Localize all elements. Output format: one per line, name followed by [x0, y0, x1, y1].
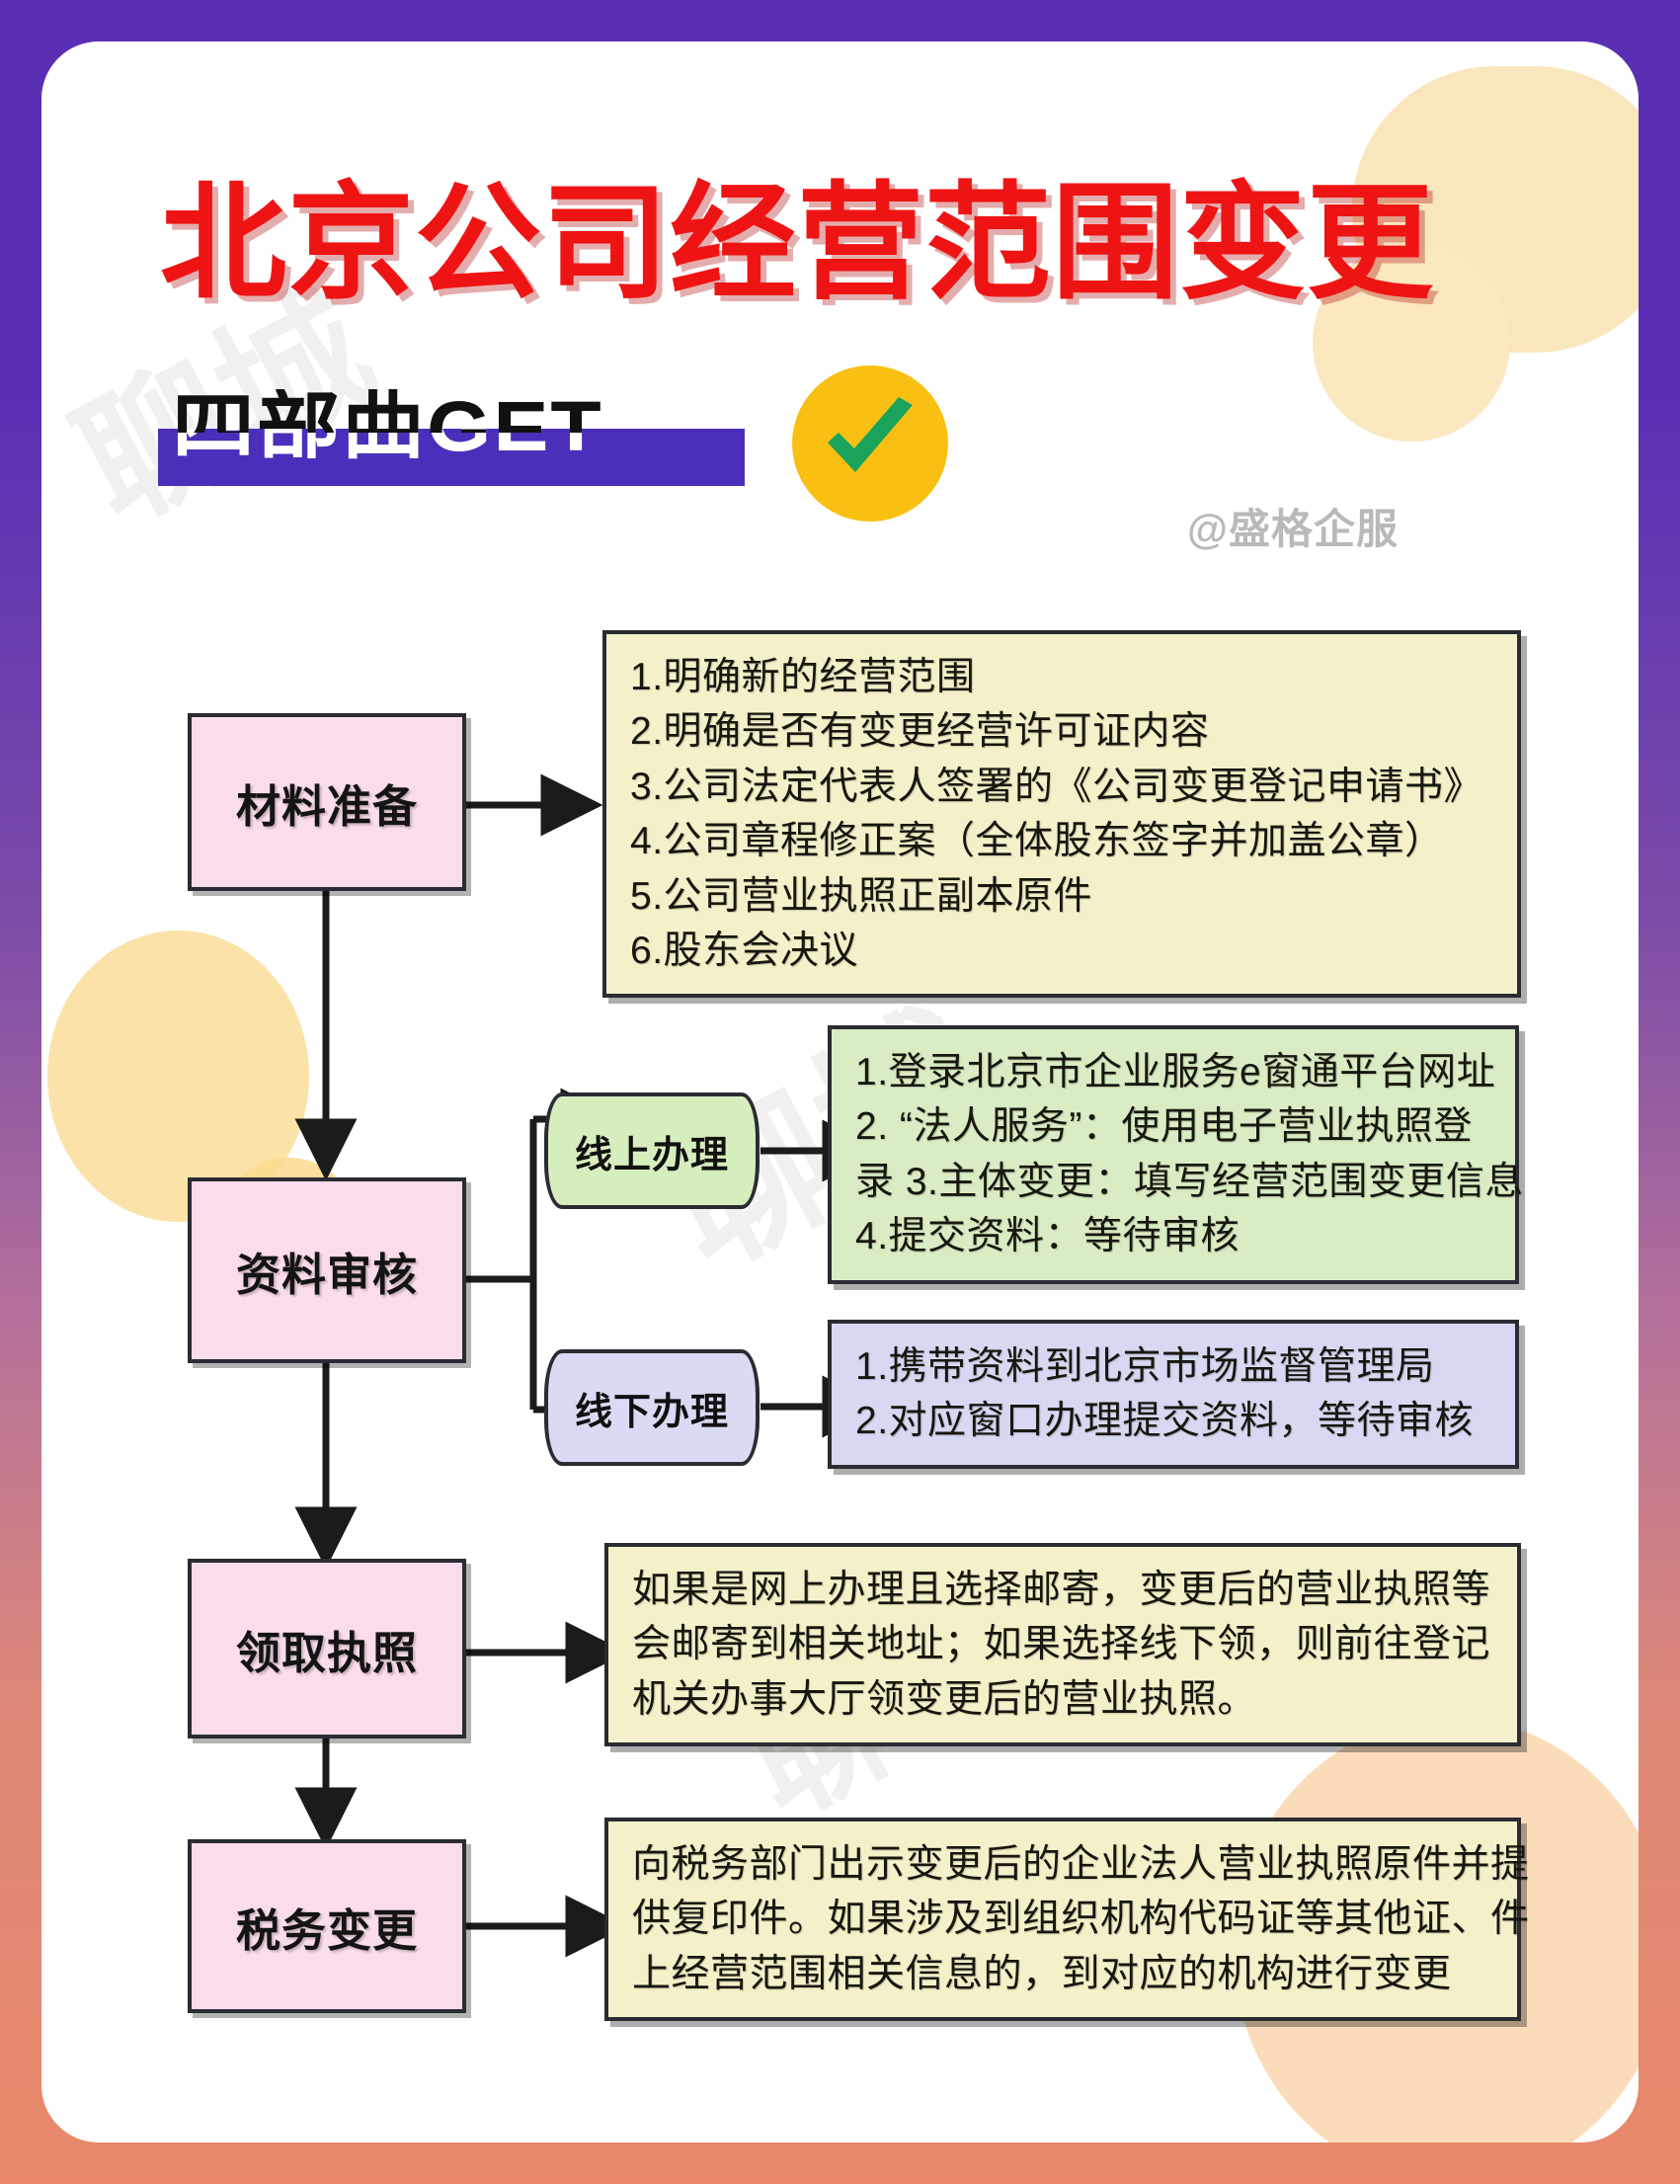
flow-panel-offline-steps: 1.携带资料到北京市场监督管理局 2.对应窗口办理提交资料，等待审核	[828, 1320, 1519, 1469]
panel-line: 1.携带资料到北京市场监督管理局	[855, 1345, 1435, 1388]
panel-line: 1.登录北京市企业服务e窗通平台网址	[855, 1051, 1496, 1093]
flow-node-label: 税务变更	[235, 1904, 418, 1956]
panel-line: 录 3.主体变更：填写经营范围变更信息	[855, 1160, 1524, 1203]
check-circle-icon	[792, 365, 948, 522]
subtitle-highlight-band	[158, 429, 745, 486]
page-title: 北京公司经营范围变更	[160, 173, 1435, 314]
flow-node-document-review[interactable]: 资料审核	[188, 1177, 466, 1363]
panel-line: 如果是网上办理且选择邮寄，变更后的营业执照等	[632, 1569, 1491, 1611]
flow-branch-offline[interactable]: 线下办理	[544, 1349, 760, 1466]
subtitle-top-text: 四部曲GET	[172, 389, 603, 433]
flow-node-tax-change[interactable]: 税务变更	[188, 1839, 466, 2013]
panel-line: 向税务部门出示变更后的企业法人营业执照原件并提	[632, 1843, 1530, 1886]
panel-line: 4.公司章程修正案（全体股东签字并加盖公章）	[630, 820, 1444, 863]
panel-line: 4.提交资料：等待审核	[855, 1215, 1240, 1258]
panel-line: 2. “法人服务”：使用电子营业执照登	[855, 1105, 1473, 1149]
flow-branch-online[interactable]: 线上办理	[544, 1092, 760, 1209]
subtitle-band-text: 四部曲GET	[172, 429, 759, 486]
flow-panel-tax-change: 向税务部门出示变更后的企业法人营业执照原件并提 供复印件。如果涉及到组织机构代码…	[604, 1818, 1530, 2022]
flow-branch-label: 线下办理	[574, 1391, 729, 1433]
check-mark-glyph	[828, 397, 913, 472]
flow-node-label: 领取执照	[235, 1627, 418, 1678]
panel-line: 供复印件。如果涉及到组织机构代码证等其他证、件	[632, 1898, 1530, 1941]
flow-node-label: 材料准备	[235, 780, 418, 832]
flow-branch-label: 线上办理	[574, 1134, 729, 1176]
panel-line: 2.明确是否有变更经营许可证内容	[630, 710, 1210, 754]
panel-line: 6.股东会决议	[630, 929, 859, 972]
panel-line: 会邮寄到相关地址；如果选择线下领，则前往登记	[632, 1623, 1491, 1666]
panel-line: 3.公司法定代表人签署的《公司变更登记申请书》	[630, 765, 1483, 808]
panel-line: 5.公司营业执照正副本原件	[630, 874, 1093, 918]
flow-panel-license-collection: 如果是网上办理且选择邮寄，变更后的营业执照等 会邮寄到相关地址；如果选择线下领，…	[604, 1543, 1521, 1747]
flow-panel-material-preparation: 1.明确新的经营范围 2.明确是否有变更经营许可证内容 3.公司法定代表人签署的…	[602, 630, 1521, 999]
flow-node-license-collection[interactable]: 领取执照	[188, 1559, 466, 1739]
flow-panel-online-steps: 1.登录北京市企业服务e窗通平台网址 2. “法人服务”：使用电子营业执照登 录…	[828, 1025, 1524, 1284]
panel-line: 上经营范围相关信息的，到对应的机构进行变更	[632, 1952, 1452, 1995]
account-handle: @盛格企服	[1187, 506, 1399, 552]
panel-line: 机关办事大厅领变更后的营业执照。	[632, 1677, 1257, 1721]
flow-node-label: 资料审核	[235, 1249, 418, 1300]
panel-line: 2.对应窗口办理提交资料，等待审核	[855, 1400, 1475, 1443]
panel-line: 1.明确新的经营范围	[630, 656, 976, 698]
flow-node-material-preparation[interactable]: 材料准备	[188, 713, 466, 891]
